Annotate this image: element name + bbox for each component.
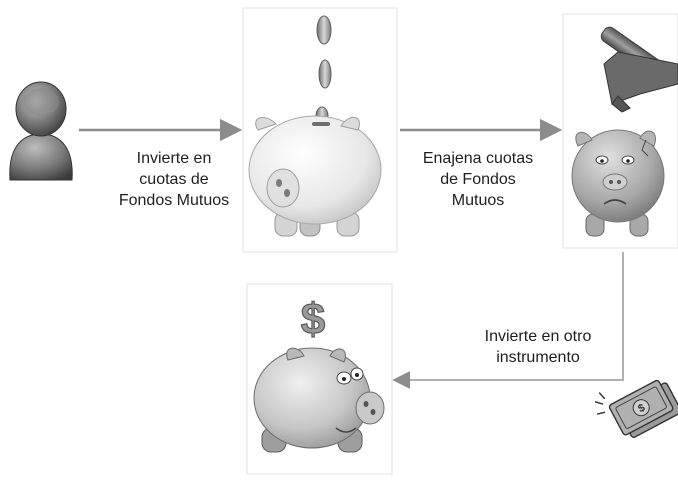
label-sell-line-2: de Fondos — [440, 171, 516, 188]
piggy-bank-hammer-icon — [562, 13, 678, 249]
label-reinvest-line-2: instrumento — [496, 349, 580, 366]
label-invest-line-1: Invierte en — [136, 150, 212, 167]
arrow-reinvest — [392, 252, 624, 389]
label-reinvest: Invierte en otro instrumento — [454, 326, 622, 368]
label-invest: Invierte en cuotas de Fondos Mutuos — [104, 148, 244, 211]
piggy-bank-coins-icon — [242, 7, 398, 253]
piggy-bank-dollar-icon: $ — [246, 283, 393, 475]
svg-text:$: $ — [301, 295, 325, 344]
label-invest-line-3: Fondos Mutuos — [118, 192, 230, 209]
label-reinvest-line-1: Invierte en otro — [484, 328, 592, 345]
cash-bills-icon: $ — [594, 379, 678, 438]
label-sell: Enajena cuotas de Fondos Mutuos — [404, 148, 552, 211]
svg-text:$: $ — [636, 402, 647, 415]
label-sell-line-3: Mutuos — [451, 192, 505, 209]
person-icon — [9, 81, 73, 181]
label-sell-line-1: Enajena cuotas — [422, 150, 534, 167]
label-invest-line-2: cuotas de — [139, 171, 209, 188]
